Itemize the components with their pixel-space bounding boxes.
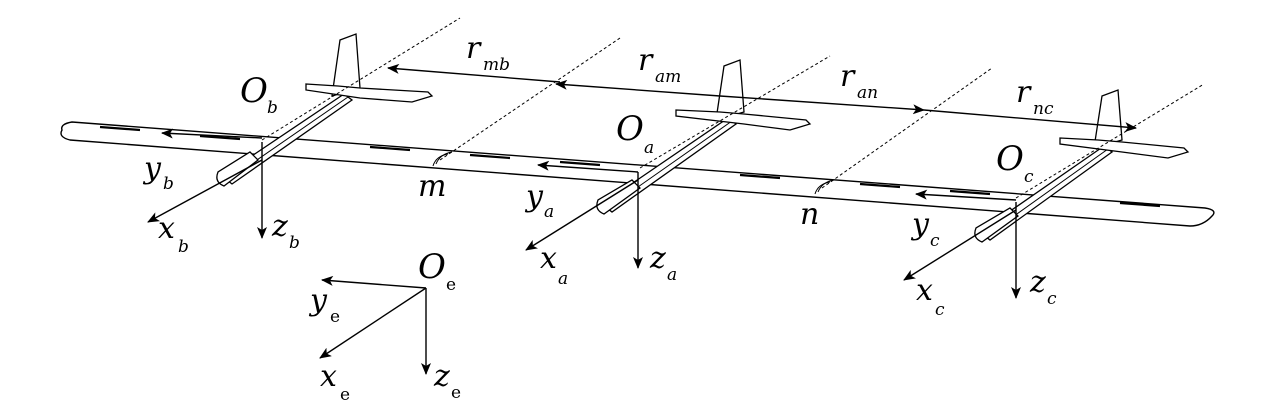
label-yb-sub: b bbox=[163, 174, 174, 194]
axis-xa bbox=[525, 179, 639, 251]
label-rnc: r bbox=[1016, 75, 1032, 110]
aileron-mark bbox=[469, 153, 511, 160]
wing-joint-m-2 bbox=[432, 153, 449, 167]
axis-ye bbox=[321, 275, 427, 289]
axis-xe bbox=[319, 287, 427, 359]
wing-joint-n-2 bbox=[814, 181, 831, 195]
label-xb: x bbox=[158, 211, 175, 246]
aileron-mark bbox=[369, 145, 411, 152]
arrow-r-nc bbox=[923, 109, 1137, 133]
label-Ob: O bbox=[240, 71, 268, 111]
ref-line-b bbox=[261, 17, 461, 141]
label-za: z bbox=[649, 241, 666, 276]
label-Oc: O bbox=[996, 139, 1024, 179]
label-yc: y bbox=[910, 207, 930, 242]
aileron-mark bbox=[859, 182, 901, 189]
label-xc-sub: c bbox=[935, 300, 945, 320]
ref-line-a bbox=[639, 55, 831, 169]
label-ye-sub: e bbox=[330, 307, 340, 327]
label-Oe-sub: e bbox=[446, 275, 456, 295]
aileron-mark bbox=[1119, 201, 1161, 208]
label-m: m bbox=[418, 169, 446, 204]
arrow-r-mb bbox=[387, 63, 561, 83]
label-ram: r bbox=[638, 43, 654, 78]
label-zb: z bbox=[271, 209, 288, 244]
axis-yc bbox=[915, 189, 1017, 201]
label-yb: y bbox=[142, 151, 162, 186]
axis-yb bbox=[161, 128, 263, 139]
label-za-sub: a bbox=[667, 265, 677, 285]
label-zc: z bbox=[1029, 265, 1046, 300]
label-ram-sub: am bbox=[655, 67, 681, 87]
aileron-mark bbox=[559, 160, 601, 167]
label-Oc-sub: c bbox=[1024, 167, 1034, 187]
axis-xc bbox=[903, 209, 1017, 281]
aileron-mark bbox=[949, 189, 991, 196]
label-ya: y bbox=[524, 179, 544, 214]
label-Oa: O bbox=[616, 109, 644, 149]
axis-ya bbox=[537, 160, 639, 173]
label-xa: x bbox=[540, 241, 557, 276]
label-ye: y bbox=[308, 283, 328, 318]
label-ze-sub: e bbox=[451, 383, 461, 403]
label-ran: r bbox=[840, 59, 856, 94]
aircraft-a bbox=[596, 59, 812, 215]
label-ze: z bbox=[433, 359, 450, 394]
arrow-r-an bbox=[719, 95, 925, 115]
axis-xb bbox=[147, 159, 263, 223]
label-rmb: r bbox=[466, 31, 482, 66]
label-zb-sub: b bbox=[289, 233, 300, 253]
aircraft-c bbox=[974, 89, 1190, 243]
label-xe-sub: e bbox=[340, 385, 350, 405]
ref-line-n bbox=[821, 67, 993, 189]
label-Oe: O bbox=[418, 247, 446, 287]
aileron-mark bbox=[199, 134, 241, 141]
label-ran-sub: an bbox=[857, 83, 878, 103]
aircraft-b bbox=[216, 33, 434, 187]
label-Oa-sub: a bbox=[644, 138, 654, 158]
ref-line-c bbox=[1015, 83, 1205, 199]
arrow-r-am bbox=[555, 79, 721, 97]
aileron-mark bbox=[739, 173, 781, 180]
label-ya-sub: a bbox=[544, 202, 554, 222]
label-rmb-sub: mb bbox=[483, 55, 510, 75]
label-xc: x bbox=[916, 273, 933, 308]
label-Ob-sub: b bbox=[267, 98, 278, 118]
label-xe: x bbox=[320, 359, 337, 394]
label-xb-sub: b bbox=[178, 237, 189, 257]
label-yc-sub: c bbox=[930, 231, 940, 251]
label-n: n bbox=[800, 197, 819, 232]
label-zc-sub: c bbox=[1047, 289, 1057, 309]
label-rnc-sub: nc bbox=[1033, 99, 1054, 119]
label-xa-sub: a bbox=[558, 269, 568, 289]
aileron-mark bbox=[99, 125, 141, 132]
